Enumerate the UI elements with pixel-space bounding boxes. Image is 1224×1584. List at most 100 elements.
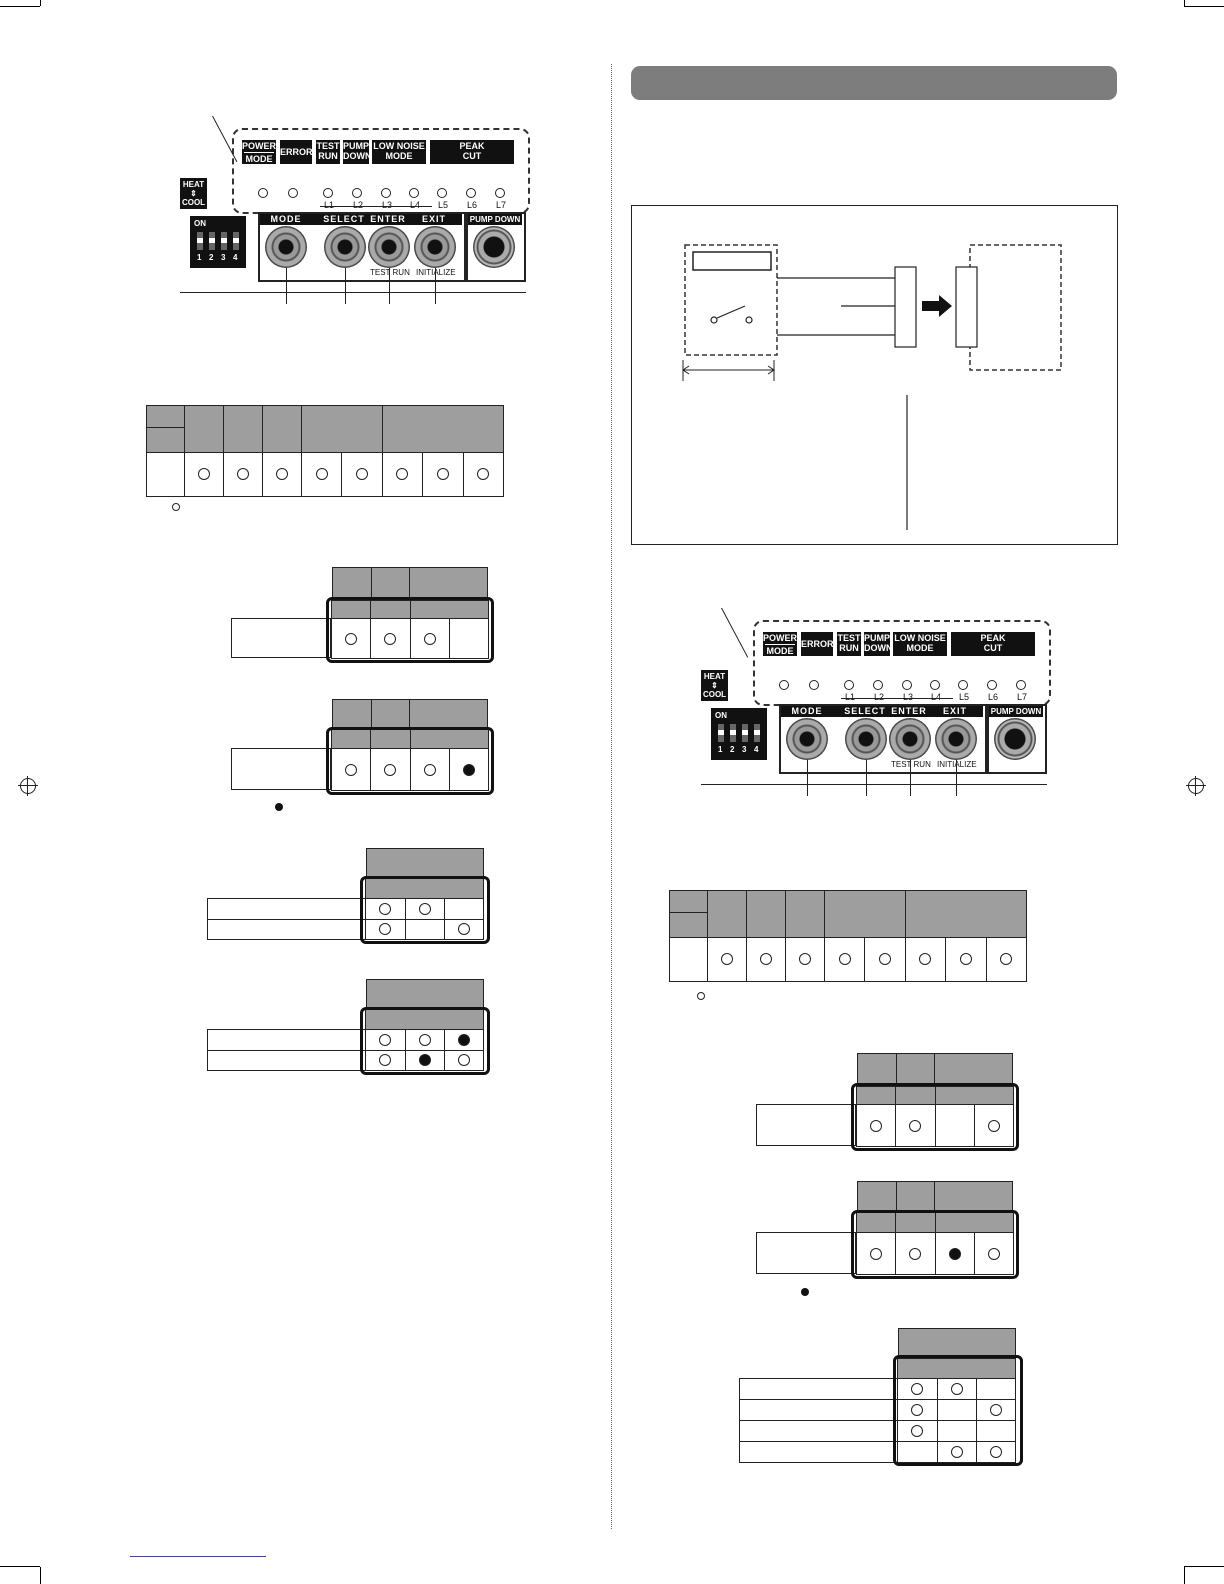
led-table-a: [332, 567, 488, 600]
row-label-box: [231, 748, 331, 790]
switch-contact-icon: [710, 316, 718, 324]
pump-down-button-label: PUMP DOWN: [468, 214, 522, 225]
mode-button[interactable]: [786, 718, 828, 760]
led-off-icon: [276, 468, 288, 481]
crop-mark: [1184, 1567, 1185, 1584]
select-button[interactable]: [845, 718, 887, 760]
led-on-legend-icon: [275, 803, 283, 811]
led-off-icon: [315, 468, 328, 481]
callout-leader: [956, 760, 957, 796]
table-row: [146, 451, 504, 497]
dip-switch[interactable]: ON 1 2 3 4: [190, 216, 246, 268]
dip-switch-2[interactable]: [209, 232, 215, 250]
exit-button[interactable]: [414, 226, 456, 268]
led-indicator: [288, 188, 298, 198]
row-label-box: [756, 1232, 856, 1274]
mode-button[interactable]: [265, 226, 307, 268]
callout-leader: [721, 607, 749, 658]
exit-button[interactable]: [935, 718, 977, 760]
led-on-icon: [462, 763, 475, 776]
led-off-icon: [959, 953, 972, 966]
callout-leader: [910, 760, 911, 796]
led-off-icon: [423, 763, 436, 776]
dip-switch-2[interactable]: [730, 724, 736, 742]
led-label-l1: L1: [324, 200, 335, 210]
table-row: [669, 936, 1027, 982]
led-off-icon: [911, 1425, 924, 1437]
dip-switch-1[interactable]: [197, 232, 203, 250]
led-off-icon: [1000, 953, 1013, 966]
crop-mark: [0, 1566, 40, 1567]
led-off-icon: [878, 953, 891, 966]
heat-cool-label: HEAT⇕COOL: [180, 178, 207, 209]
led-off-icon: [799, 953, 811, 966]
led-l4: [409, 188, 419, 198]
dip-switch-4[interactable]: [233, 232, 239, 250]
led-off-icon: [909, 1119, 922, 1132]
dip-switch-3[interactable]: [221, 232, 227, 250]
highlight-frame: [893, 1355, 1023, 1466]
switch-contact-icon: [745, 316, 753, 324]
crop-mark: [1184, 1566, 1224, 1567]
pump-down-button[interactable]: [994, 718, 1036, 760]
led-label-l6: L6: [467, 200, 478, 210]
dip-on-label: ON: [194, 219, 206, 228]
table-header-shade: [366, 979, 484, 1009]
led-l7: [495, 188, 505, 198]
callout-leader: [345, 268, 346, 304]
pump-down-button-label: PUMP DOWN: [989, 706, 1043, 717]
table-header-shade: [898, 1328, 1016, 1358]
led-label-l3: L3: [382, 200, 393, 210]
led-off-icon: [477, 468, 490, 481]
led-table-b: [857, 1181, 1013, 1212]
enter-button[interactable]: [889, 718, 931, 760]
led-off-icon: [384, 632, 397, 645]
led-table-a-body: [330, 600, 490, 659]
callout-leader: [286, 268, 287, 304]
dip-switch-1[interactable]: [718, 724, 724, 742]
crop-mark: [40, 0, 41, 6]
led-label-l4: L4: [931, 692, 942, 702]
led-off-icon: [345, 632, 358, 645]
column-divider: [611, 64, 612, 1529]
led-indicator: [258, 188, 268, 198]
led-l6: [987, 680, 997, 690]
led-indicator: [779, 680, 789, 690]
led-off-icon: [384, 763, 397, 776]
pump-down-button[interactable]: [473, 226, 515, 268]
led-label-l4: L4: [410, 200, 421, 210]
led-off-icon: [911, 1404, 924, 1416]
led-off-icon: [418, 902, 431, 915]
crop-mark: [40, 1567, 41, 1584]
led-off-icon: [870, 1119, 883, 1132]
crop-mark: [0, 6, 40, 7]
led-l4: [930, 680, 940, 690]
connector-plug: [894, 266, 917, 348]
dip-switch-3[interactable]: [742, 724, 748, 742]
switch-lever: [716, 305, 746, 319]
panel-baseline: [180, 292, 526, 293]
dip-switch[interactable]: ON 1 2 3 4: [711, 708, 767, 760]
led-l3: [381, 188, 391, 198]
dip-switch-4[interactable]: [754, 724, 760, 742]
led-l5: [958, 680, 968, 690]
enter-button[interactable]: [368, 226, 410, 268]
led-table-b: [332, 699, 488, 729]
highlight-frame: [851, 1210, 1019, 1279]
select-button[interactable]: [324, 226, 366, 268]
led-off-icon: [909, 1247, 922, 1260]
table-row: [206, 918, 485, 941]
highlight-frame: [326, 597, 494, 663]
led-off-icon: [950, 1446, 963, 1458]
section-header-bar: [631, 66, 1117, 100]
table-row: [738, 1378, 1017, 1400]
registration-mark-icon: [18, 776, 38, 796]
led-l1: [323, 188, 333, 198]
led-off-icon: [436, 468, 449, 481]
highlight-frame: [360, 876, 490, 944]
callout-leader: [389, 268, 390, 304]
